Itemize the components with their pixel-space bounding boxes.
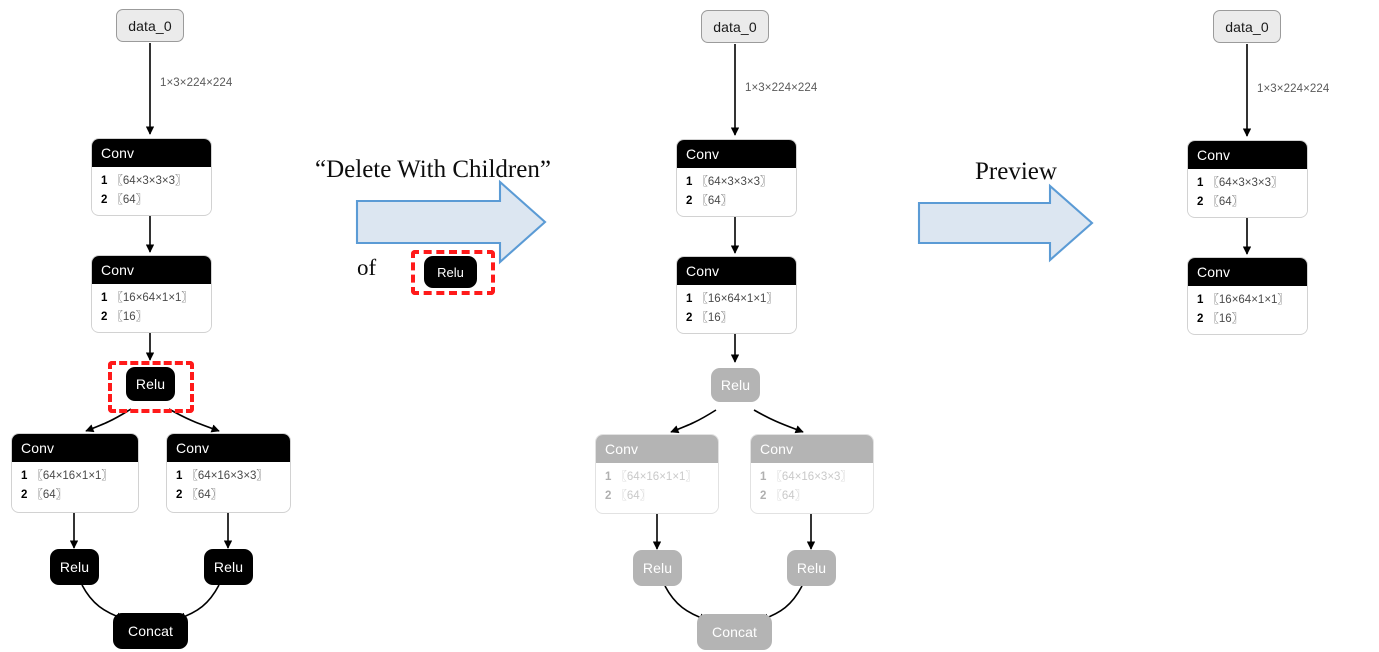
node-conv-1[interactable]: Conv 1〖64×3×3×3〗 2〖64〗	[1187, 140, 1308, 218]
node-conv-1[interactable]: Conv 1〖64×3×3×3〗 2〖64〗	[91, 138, 212, 216]
node-conv-3[interactable]: Conv 1〖64×16×1×1〗 2〖64〗	[11, 433, 139, 513]
node-label: data_0	[713, 18, 757, 35]
chip-label: Relu	[437, 264, 464, 280]
param-row: 1〖64×3×3×3〗	[686, 176, 772, 188]
param-row: 2〖64〗	[101, 193, 148, 206]
node-conv-1[interactable]: Conv 1〖64×3×3×3〗 2〖64〗	[676, 139, 797, 217]
node-label: Relu	[796, 560, 827, 576]
annotation-preview: Preview	[975, 158, 1057, 185]
param-row: 1〖64×16×1×1〗	[21, 470, 113, 482]
node-params: 1〖64×16×1×1〗 2〖64〗	[596, 463, 718, 511]
node-relu-3[interactable]: Relu	[204, 549, 253, 585]
edge-label-input-shape: 1×3×224×224	[160, 77, 233, 89]
param-row: 1〖64×16×3×3〗	[176, 470, 268, 482]
node-title: Conv	[92, 139, 211, 167]
node-params: 1〖64×16×3×3〗 2〖64〗	[167, 462, 290, 510]
node-label: Relu	[59, 559, 90, 575]
node-params: 1〖16×64×1×1〗 2〖16〗	[677, 285, 796, 333]
node-conv-4[interactable]: Conv 1〖64×16×3×3〗 2〖64〗	[750, 434, 874, 514]
node-title: Conv	[1188, 258, 1307, 286]
node-relu-3[interactable]: Relu	[787, 550, 836, 586]
node-label: Relu	[213, 559, 244, 575]
node-conv-2[interactable]: Conv 1〖16×64×1×1〗 2〖16〗	[676, 256, 797, 334]
node-concat-1[interactable]: Concat	[113, 613, 188, 649]
node-label: Concat	[128, 623, 173, 639]
node-data_0[interactable]: data_0	[1213, 10, 1281, 43]
param-row: 2〖64〗	[686, 194, 733, 207]
node-title: Conv	[12, 434, 138, 462]
annotation-relu-chip[interactable]: Relu	[424, 256, 477, 288]
param-row: 1〖64×16×3×3〗	[760, 471, 852, 483]
annotation-chip-highlight	[411, 250, 495, 295]
param-row: 2〖16〗	[1197, 312, 1244, 325]
param-row: 2〖64〗	[176, 488, 223, 501]
node-conv-2[interactable]: Conv 1〖16×64×1×1〗 2〖16〗	[1187, 257, 1308, 335]
node-relu-1[interactable]: Relu	[711, 368, 760, 402]
node-title: Conv	[677, 257, 796, 285]
node-params: 1〖64×16×1×1〗 2〖64〗	[12, 462, 138, 510]
node-params: 1〖64×3×3×3〗 2〖64〗	[92, 167, 211, 215]
node-title: Conv	[751, 435, 873, 463]
param-row: 2〖16〗	[101, 310, 148, 323]
param-row: 2〖64〗	[1197, 195, 1244, 208]
node-concat-1[interactable]: Concat	[697, 614, 772, 650]
node-title: Conv	[596, 435, 718, 463]
node-data_0[interactable]: data_0	[116, 9, 184, 42]
node-title: Conv	[677, 140, 796, 168]
param-row: 1〖16×64×1×1〗	[101, 292, 193, 304]
node-conv-2[interactable]: Conv 1〖16×64×1×1〗 2〖16〗	[91, 255, 212, 333]
node-conv-4[interactable]: Conv 1〖64×16×3×3〗 2〖64〗	[166, 433, 291, 513]
param-row: 1〖64×3×3×3〗	[1197, 177, 1283, 189]
edge-label-input-shape: 1×3×224×224	[745, 82, 818, 94]
param-row: 2〖64〗	[21, 488, 68, 501]
node-title: Conv	[1188, 141, 1307, 169]
edge-label-input-shape: 1×3×224×224	[1257, 83, 1330, 95]
node-conv-3[interactable]: Conv 1〖64×16×1×1〗 2〖64〗	[595, 434, 719, 514]
node-title: Conv	[167, 434, 290, 462]
node-label: data_0	[128, 17, 172, 34]
node-label: data_0	[1225, 18, 1269, 35]
node-relu-2[interactable]: Relu	[633, 550, 682, 586]
annotation-delete-with-children: “Delete With Children”	[315, 156, 551, 183]
node-label: Relu	[135, 376, 166, 392]
param-row: 2〖16〗	[686, 311, 733, 324]
param-row: 1〖64×16×1×1〗	[605, 471, 697, 483]
node-params: 1〖16×64×1×1〗 2〖16〗	[92, 284, 211, 332]
node-label: Relu	[720, 377, 751, 393]
node-params: 1〖64×16×3×3〗 2〖64〗	[751, 463, 873, 511]
step2-block-arrow	[917, 183, 1094, 263]
node-params: 1〖16×64×1×1〗 2〖16〗	[1188, 286, 1307, 334]
node-params: 1〖64×3×3×3〗 2〖64〗	[1188, 169, 1307, 217]
node-relu-1[interactable]: Relu	[126, 367, 175, 401]
node-params: 1〖64×3×3×3〗 2〖64〗	[677, 168, 796, 216]
node-relu-2[interactable]: Relu	[50, 549, 99, 585]
node-label: Concat	[712, 624, 757, 640]
param-row: 1〖16×64×1×1〗	[686, 293, 778, 305]
param-row: 2〖64〗	[760, 489, 807, 502]
param-row: 1〖16×64×1×1〗	[1197, 294, 1289, 306]
node-label: Relu	[642, 560, 673, 576]
annotation-of: of	[357, 255, 377, 280]
selection-highlight-relu	[108, 361, 194, 413]
param-row: 1〖64×3×3×3〗	[101, 175, 187, 187]
node-title: Conv	[92, 256, 211, 284]
node-data_0[interactable]: data_0	[701, 10, 769, 43]
param-row: 2〖64〗	[605, 489, 652, 502]
